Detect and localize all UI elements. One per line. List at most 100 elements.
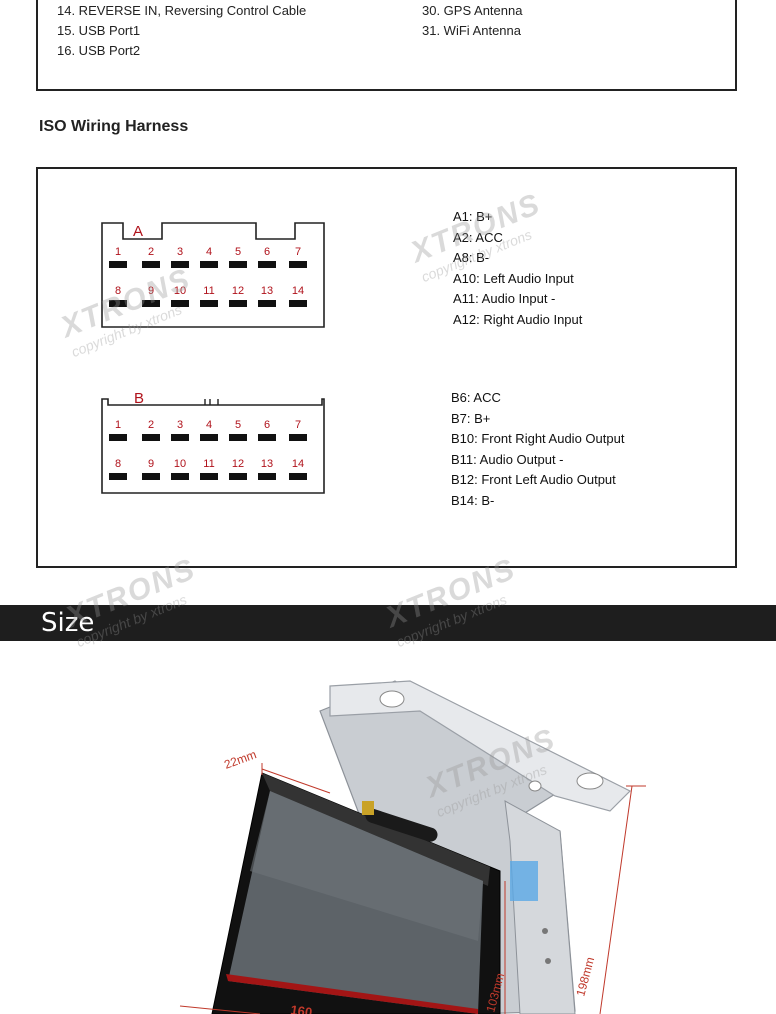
pin-contact <box>171 300 189 307</box>
mounting-hole <box>542 928 548 934</box>
pin-number: 13 <box>261 285 273 297</box>
list-item: 31. WiFi Antenna <box>422 23 521 38</box>
dimension-depth-label: 22mm <box>222 747 258 772</box>
pin-description: A10: Left Audio Input <box>453 270 574 286</box>
connector-b-descriptions: B6: ACC B7: B+ B10: Front Right Audio Ou… <box>451 388 624 512</box>
dimension-line-depth <box>261 768 331 794</box>
red-trim <box>226 974 478 1014</box>
mounting-hole <box>528 780 542 792</box>
pin-contact <box>229 261 247 268</box>
connector-a-descriptions: A1: B+ A2: ACC A8: B- A10: Left Audio In… <box>453 207 582 331</box>
pin-contact <box>289 434 307 441</box>
pin-contact <box>109 473 127 480</box>
dimension-line-width <box>179 1005 261 1014</box>
connector-b-label: B <box>134 390 144 407</box>
mounting-hole <box>545 958 551 964</box>
connector-a-label: A <box>133 223 143 240</box>
pin-number: 7 <box>295 246 301 258</box>
size-header-band: Size <box>0 605 776 641</box>
pin-contact <box>109 261 127 268</box>
pin-number: 1 <box>115 246 121 258</box>
parts-list-right: 30. GPS Antenna 31. WiFi Antenna <box>422 1 522 41</box>
pin-description: B12: Front Left Audio Output <box>451 472 616 488</box>
pin-description: B7: B+ <box>451 410 491 426</box>
pin-contact <box>171 261 189 268</box>
list-item: 14. REVERSE IN, Reversing Control Cable <box>57 3 307 18</box>
pin-number: 3 <box>177 419 183 431</box>
pin-contact <box>229 473 247 480</box>
pin-description: A8: B- <box>453 250 490 266</box>
pin-number: 10 <box>174 458 186 470</box>
pin-number: 4 <box>206 246 212 258</box>
pin-description: B14: B- <box>451 492 495 508</box>
pin-contact <box>109 300 127 307</box>
dimension-height-bracket-label: 198mm <box>573 955 597 997</box>
head-unit-bezel <box>262 773 490 886</box>
pin-number: 8 <box>115 285 121 297</box>
list-item: 15. USB Port1 <box>57 23 141 38</box>
pin-contact <box>229 300 247 307</box>
pin-number: 6 <box>264 419 270 431</box>
pin-contact <box>289 300 307 307</box>
pin-contact <box>109 434 127 441</box>
pin-contact <box>258 300 276 307</box>
parts-list-box: 14. REVERSE IN, Reversing Control Cable … <box>36 0 737 91</box>
pin-contact <box>258 473 276 480</box>
pin-description: B6: ACC <box>451 390 501 405</box>
pin-number: 11 <box>203 458 214 470</box>
bracket-side-plate <box>504 800 576 1014</box>
parts-list-left: 14. REVERSE IN, Reversing Control Cable … <box>57 1 306 61</box>
pin-contact <box>289 261 307 268</box>
pin-number: 5 <box>235 246 241 258</box>
pin-number: 10 <box>174 285 186 297</box>
pin-number: 13 <box>261 458 273 470</box>
pin-number: 6 <box>264 246 270 258</box>
pin-number: 2 <box>148 419 154 431</box>
pin-number: 1 <box>115 419 121 431</box>
pin-contact <box>171 473 189 480</box>
pin-contact <box>200 473 218 480</box>
dimension-width-label: 160 <box>290 1002 314 1014</box>
antenna <box>365 808 438 842</box>
pin-number: 9 <box>148 458 154 470</box>
pin-number: 14 <box>292 285 304 297</box>
pin-contact <box>142 473 160 480</box>
pin-number: 3 <box>177 246 183 258</box>
pin-number: 14 <box>292 458 304 470</box>
pin-number: 7 <box>295 419 301 431</box>
mounting-hole <box>576 772 604 790</box>
pin-description: A11: Audio Input - <box>453 291 556 307</box>
antenna-connector <box>362 801 374 815</box>
pin-description: A2: ACC <box>453 229 503 245</box>
pin-contact <box>200 261 218 268</box>
pin-description: A12: Right Audio Input <box>453 311 583 327</box>
pin-number: 9 <box>148 285 154 297</box>
pin-contact <box>258 434 276 441</box>
pin-number: 4 <box>206 419 212 431</box>
dimension-line-height-bracket <box>599 785 633 1014</box>
pin-contact <box>229 434 247 441</box>
pin-description: B11: Audio Output - <box>451 451 564 467</box>
pin-number: 5 <box>235 419 241 431</box>
mounting-hole <box>379 690 405 708</box>
pin-number: 12 <box>232 458 244 470</box>
pin-contact <box>142 261 160 268</box>
list-item: 16. USB Port2 <box>57 43 141 58</box>
pin-description: B10: Front Right Audio Output <box>451 431 625 447</box>
pin-contact <box>258 261 276 268</box>
product-size-illustration: 22mm 103mm 198mm 160 <box>179 680 646 1014</box>
pin-number: 11 <box>203 285 214 297</box>
pin-number: 12 <box>232 285 244 297</box>
pin-contact <box>142 300 160 307</box>
list-item: 30. GPS Antenna <box>422 3 523 18</box>
pin-contact <box>142 434 160 441</box>
pin-description: A1: B+ <box>453 209 493 224</box>
blue-connector <box>510 861 538 901</box>
size-title: Size <box>41 608 95 638</box>
section-title: ISO Wiring Harness <box>39 118 189 135</box>
pin-number: 2 <box>148 246 154 258</box>
pin-contact <box>289 473 307 480</box>
